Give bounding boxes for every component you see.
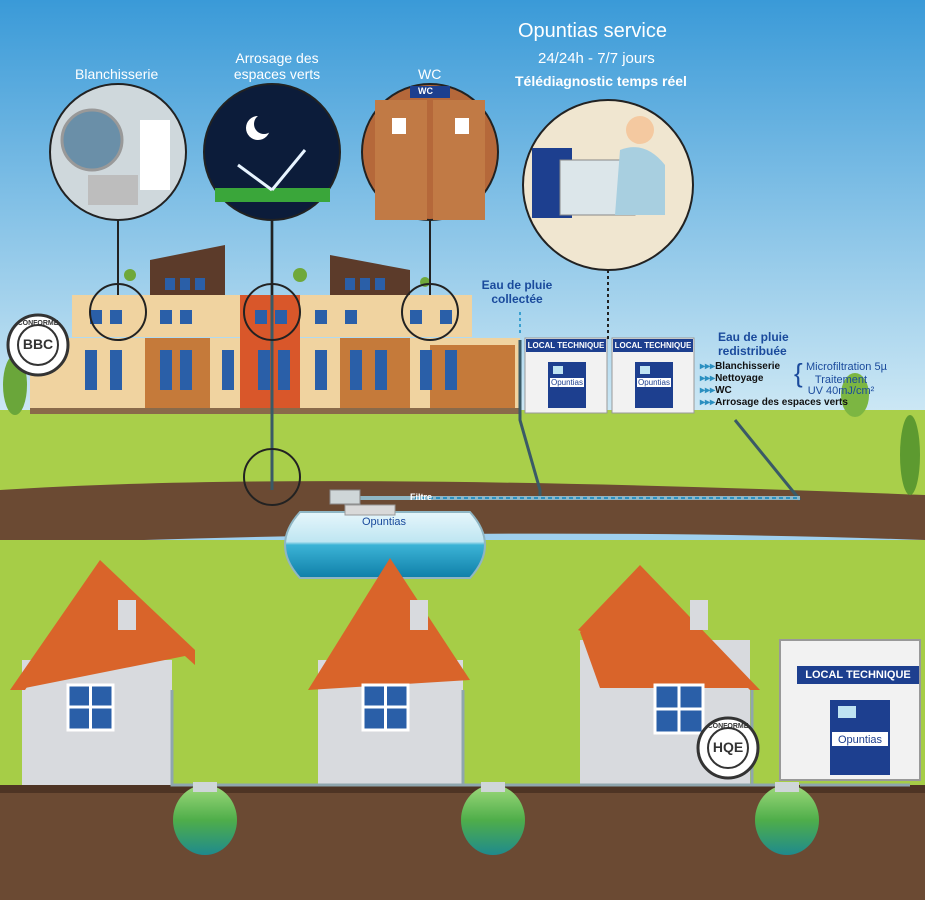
- rain-collected-label: Eau de pluie collectée: [481, 278, 553, 306]
- hqe-conforme-text: CONFORME: [707, 723, 749, 730]
- filter-box: [329, 489, 361, 505]
- bbc-conforme-text: CONFORME: [17, 320, 59, 327]
- house-2: [308, 558, 470, 785]
- main-tank: [284, 504, 486, 579]
- local-brand-1: Opuntias: [550, 378, 584, 387]
- bbc-badge-text: BBC: [22, 336, 54, 352]
- house-1: [10, 560, 195, 785]
- green-tank-3: [755, 782, 819, 855]
- garden-circle: [203, 83, 341, 341]
- service-diag: Télédiagnostic temps réel: [515, 73, 687, 89]
- garden-label: Arrosage des espaces verts: [233, 50, 321, 82]
- local-technique-lower: [779, 639, 921, 781]
- tank-brand: Opuntias: [362, 516, 407, 528]
- uses-item-4: ▸▸▸Arrosage des espaces verts: [700, 397, 848, 408]
- hqe-badge-text: HQE: [712, 739, 744, 755]
- bbc-badge: [6, 313, 70, 377]
- uses-item-2: ▸▸▸Nettoyage: [700, 373, 764, 384]
- uses-item-3: ▸▸▸WC: [700, 385, 732, 396]
- pipe-zoom-circle: [243, 448, 301, 506]
- uses-item-1: ▸▸▸Blanchisserie: [700, 361, 781, 372]
- wc-sign: WC: [418, 86, 433, 96]
- local-brand-lower: Opuntias: [837, 734, 883, 746]
- micro-label: Microfiltration 5µ: [806, 361, 887, 373]
- local-technique-label-lower: LOCAL TECHNIQUE: [797, 666, 919, 684]
- wc-circle: [361, 83, 499, 341]
- laundry-label: Blanchisserie: [75, 66, 159, 82]
- wc-label: WC: [418, 66, 442, 82]
- green-tank-2: [461, 782, 525, 855]
- service-hours: 24/24h - 7/7 jours: [538, 50, 655, 67]
- local-brand-2: Opuntias: [637, 378, 671, 387]
- hqe-badge: [696, 716, 760, 780]
- local-technique-label-1: LOCAL TECHNIQUE: [526, 340, 606, 352]
- local-technique-label-2: LOCAL TECHNIQUE: [613, 340, 693, 352]
- main-building: [30, 245, 520, 414]
- rain-redistributed-label: Eau de pluie redistribuée: [718, 330, 789, 358]
- operator-circle: [522, 99, 694, 340]
- laundry-circle: [49, 83, 187, 341]
- pipes-lower: [170, 690, 910, 787]
- uv-label: Traitement UV 40mJ/cm²: [807, 374, 875, 397]
- service-title: Opuntias service: [518, 20, 667, 42]
- brace: {: [794, 358, 803, 388]
- green-tank-1: [173, 782, 237, 855]
- filter-label: Filtre: [410, 492, 433, 502]
